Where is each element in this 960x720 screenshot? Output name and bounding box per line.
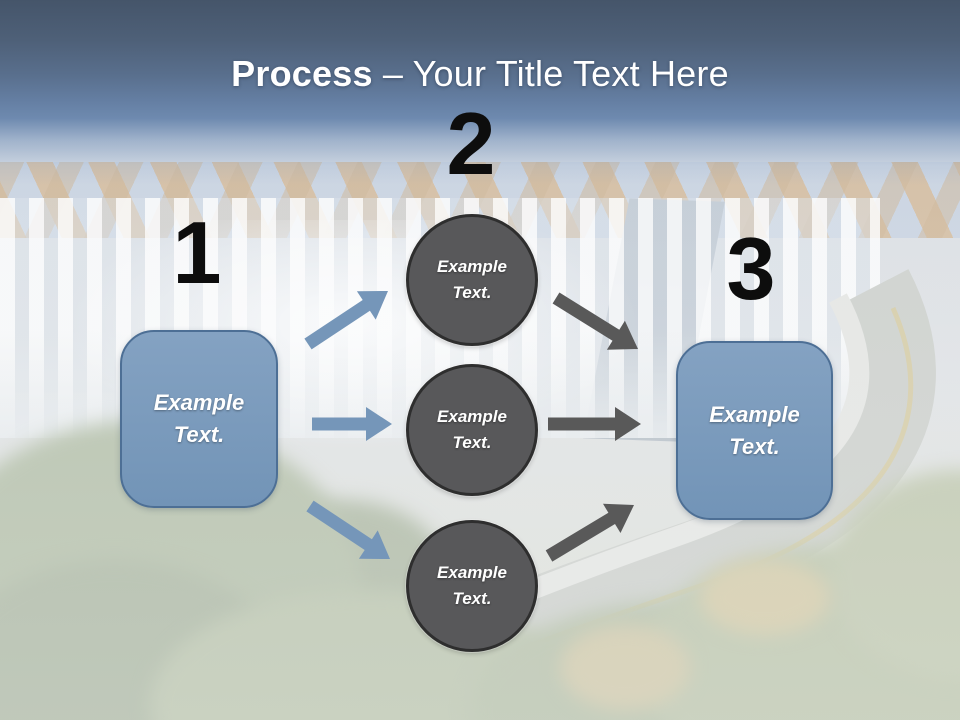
step-number-2: 2 <box>446 94 496 193</box>
header-gradient <box>0 0 960 185</box>
process-box-left: Example Text. <box>120 330 278 508</box>
slide-title: Process – Your Title Text Here <box>0 55 960 93</box>
title-rest: – Your Title Text Here <box>382 53 729 94</box>
process-circle-3-label: Example Text. <box>437 562 507 608</box>
step-number-3: 3 <box>726 219 776 318</box>
title-emphasis: Process <box>231 53 373 94</box>
process-box-right-label: Example Text. <box>709 401 800 459</box>
process-circle-1-label: Example Text. <box>437 256 507 302</box>
process-circle-2: Example Text. <box>406 364 538 496</box>
process-box-right: Example Text. <box>676 341 833 520</box>
process-circle-3: Example Text. <box>406 520 538 652</box>
step-number-1: 1 <box>172 203 222 302</box>
process-circle-2-label: Example Text. <box>437 406 507 452</box>
process-circle-1: Example Text. <box>406 214 538 346</box>
process-box-left-label: Example Text. <box>153 390 245 447</box>
